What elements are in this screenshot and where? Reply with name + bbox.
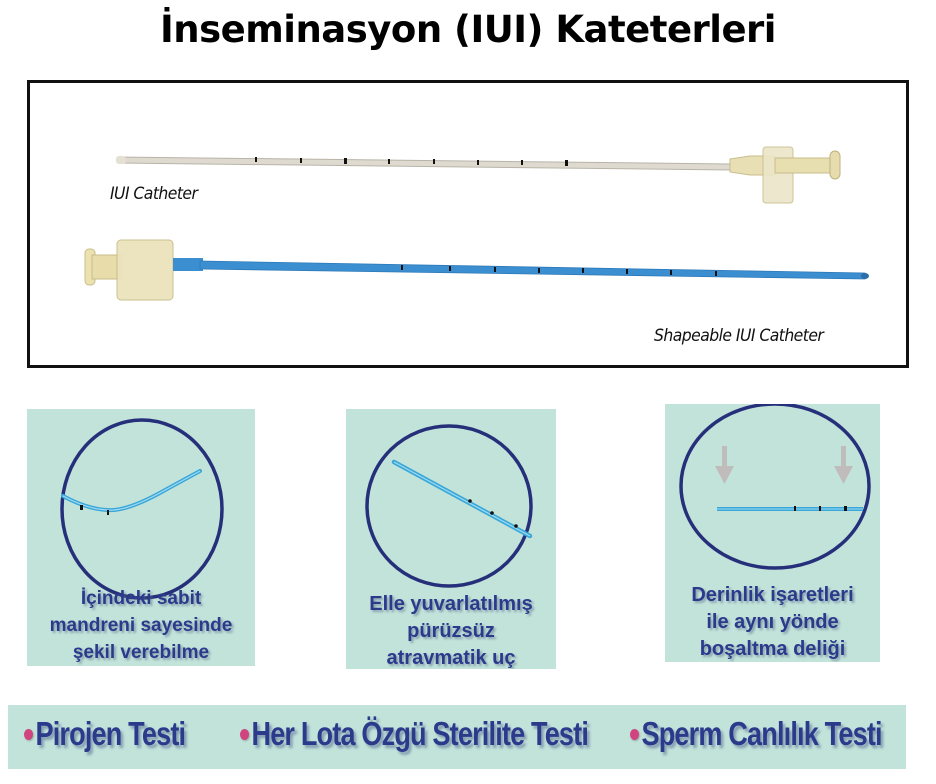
page-title: İnseminasyon (IUI) Kateterleri (160, 8, 777, 51)
test-label: Sperm Canlılık Testi (641, 715, 882, 752)
feature-panel-depth: Derinlik işaretleri ile aynı yönde boşal… (665, 404, 880, 662)
test-label: Her Lota Özgü Sterilite Testi (251, 715, 589, 752)
feature-line: şekil verebilme (72, 642, 210, 663)
test-item-sterility: Her Lota Özgü Sterilite Testi (240, 715, 589, 753)
straight-catheter-icon (365, 424, 533, 588)
catheter-photo: IUI Catheter Shapeable IUI Catheter (27, 80, 909, 368)
feature-panel-stylet: İçindeki sabit mandreni sayesinde şekil … (27, 409, 255, 666)
shapeable-catheter-icon (84, 239, 869, 301)
depth-marker-icon (679, 404, 871, 570)
catheter-illustration (84, 146, 869, 301)
bullet-icon (24, 728, 34, 740)
feature-line: boşaltma deliği (699, 638, 846, 660)
bent-catheter-icon (60, 418, 224, 600)
tests-bar: Pirojen Testi Her Lota Özgü Sterilite Te… (8, 705, 906, 769)
feature-line: atravmatik uç (386, 647, 516, 669)
shapeable-catheter-label: Shapeable IUI Catheter (654, 326, 824, 346)
bullet-icon (630, 728, 640, 740)
iui-catheter-label: IUI Catheter (110, 184, 198, 204)
feature-line: İçindeki sabit (80, 588, 202, 609)
feature-panel-tip: Elle yuvarlatılmış pürüzsüz atravmatik u… (346, 409, 556, 669)
feature-line: Derinlik işaretleri (691, 584, 854, 606)
iui-catheter-icon (116, 146, 841, 204)
feature-line: Elle yuvarlatılmış (369, 593, 533, 615)
test-item-pyrogen: Pirojen Testi (24, 715, 186, 753)
feature-line: ile aynı yönde (706, 611, 839, 633)
test-label: Pirojen Testi (35, 715, 186, 752)
bullet-icon (240, 728, 250, 740)
arrow-down-icon (715, 446, 853, 484)
test-item-sperm-viability: Sperm Canlılık Testi (630, 715, 883, 753)
feature-line: mandreni sayesinde (49, 615, 233, 636)
feature-line: pürüzsüz (407, 620, 495, 642)
